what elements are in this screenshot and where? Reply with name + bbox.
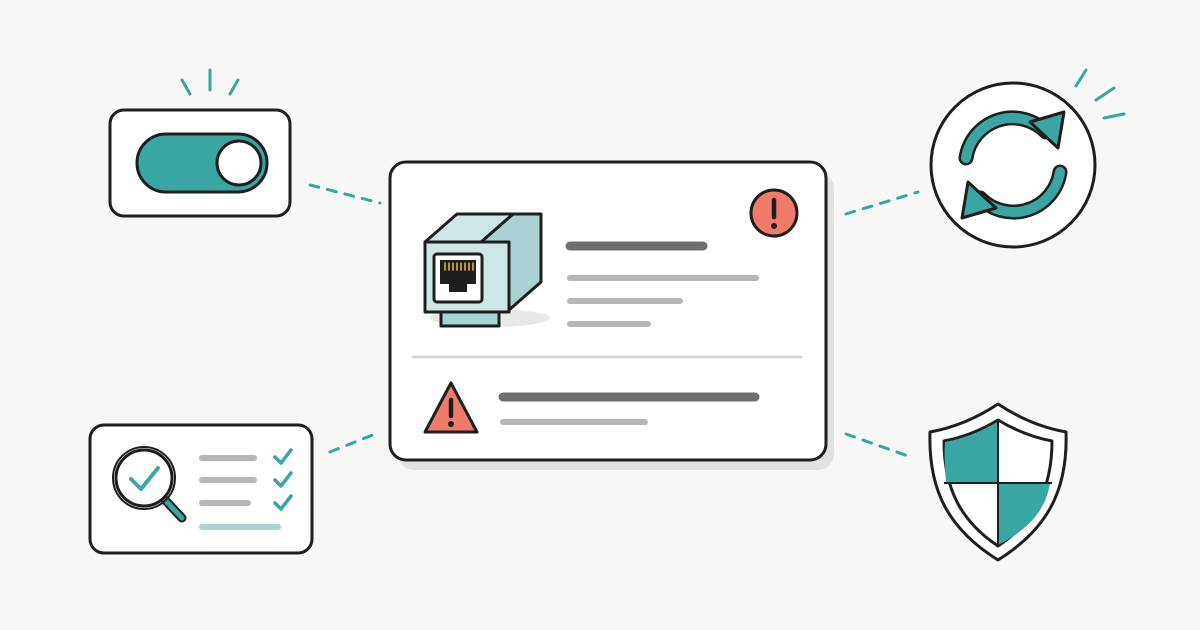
sync-arrows-icon[interactable] — [958, 110, 1068, 220]
toggle-card — [108, 68, 292, 218]
check-icon — [273, 494, 293, 511]
sync-sparkle — [1074, 68, 1126, 120]
check-marks — [273, 448, 293, 511]
check-icon — [273, 471, 293, 488]
checklist-card — [88, 423, 314, 555]
check-icon — [273, 448, 293, 465]
alert-circle-icon — [749, 188, 799, 238]
shield-icon — [928, 402, 1068, 562]
toggle-sparkle — [180, 68, 240, 96]
device-info-placeholder — [565, 241, 759, 327]
checklist-lines — [199, 455, 281, 530]
warning-triangle-icon — [423, 381, 479, 434]
connector-shield — [844, 432, 910, 458]
connector-sync — [844, 190, 920, 216]
warning-message-placeholder — [498, 392, 760, 425]
sync-card — [929, 68, 1126, 249]
connector-toggle — [308, 183, 382, 205]
connector-checklist — [328, 430, 382, 454]
magnifier-check-icon — [112, 446, 187, 523]
toggle-switch-icon[interactable] — [135, 132, 269, 194]
ethernet-port-icon — [423, 212, 550, 328]
status-card — [388, 160, 834, 470]
connectors — [308, 183, 920, 458]
